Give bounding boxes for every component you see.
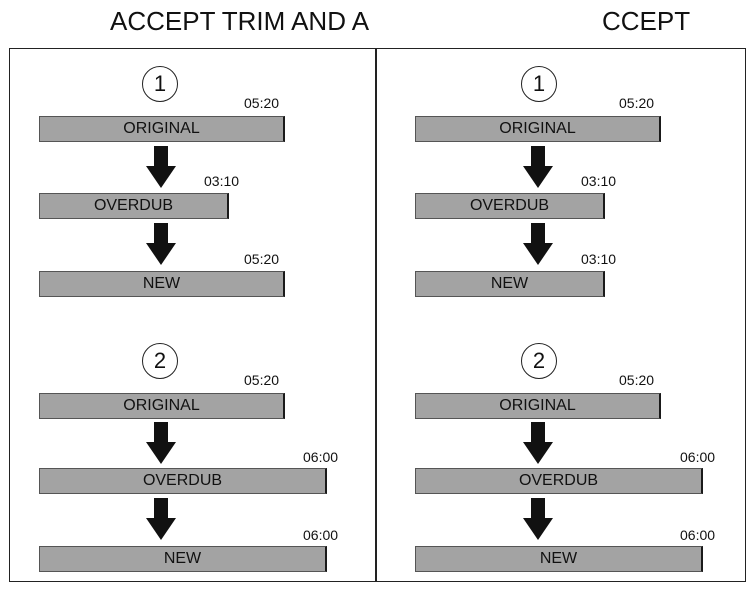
down-arrow-icon (523, 146, 553, 188)
down-arrow-icon (146, 422, 176, 464)
step-number-2: 2 (521, 343, 557, 379)
new-time: 06:00 (303, 527, 339, 543)
step-number-2: 2 (142, 343, 178, 379)
original-bar: ORIGINAL (39, 393, 285, 419)
overdub-time: 06:00 (680, 449, 716, 465)
new-bar: NEW (415, 271, 605, 297)
new-bar: NEW (39, 271, 285, 297)
original-time: 05:20 (619, 95, 655, 111)
down-arrow-icon (146, 223, 176, 265)
step-number-1: 1 (521, 66, 557, 102)
new-time: 06:00 (680, 527, 716, 543)
original-time: 05:20 (244, 95, 280, 111)
down-arrow-icon (523, 422, 553, 464)
panel-divider (375, 48, 377, 582)
overdub-bar: OVERDUB (415, 468, 703, 494)
overdub-bar: OVERDUB (39, 468, 327, 494)
diagram-frame (9, 48, 746, 582)
overdub-time: 03:10 (204, 173, 240, 189)
original-bar: ORIGINAL (415, 116, 661, 142)
down-arrow-icon (146, 498, 176, 540)
new-time: 03:10 (581, 251, 617, 267)
original-bar: ORIGINAL (415, 393, 661, 419)
original-time: 05:20 (619, 372, 655, 388)
heading-accept-trim-and: ACCEPT TRIM AND A (110, 6, 370, 36)
down-arrow-icon (523, 498, 553, 540)
overdub-time: 06:00 (303, 449, 339, 465)
original-bar: ORIGINAL (39, 116, 285, 142)
overdub-bar: OVERDUB (415, 193, 605, 219)
down-arrow-icon (146, 146, 176, 188)
original-time: 05:20 (244, 372, 280, 388)
overdub-time: 03:10 (581, 173, 617, 189)
down-arrow-icon (523, 223, 553, 265)
heading-accept: CCEPT (602, 6, 691, 36)
new-bar: NEW (415, 546, 703, 572)
step-number-1: 1 (142, 66, 178, 102)
new-time: 05:20 (244, 251, 280, 267)
overdub-bar: OVERDUB (39, 193, 229, 219)
new-bar: NEW (39, 546, 327, 572)
